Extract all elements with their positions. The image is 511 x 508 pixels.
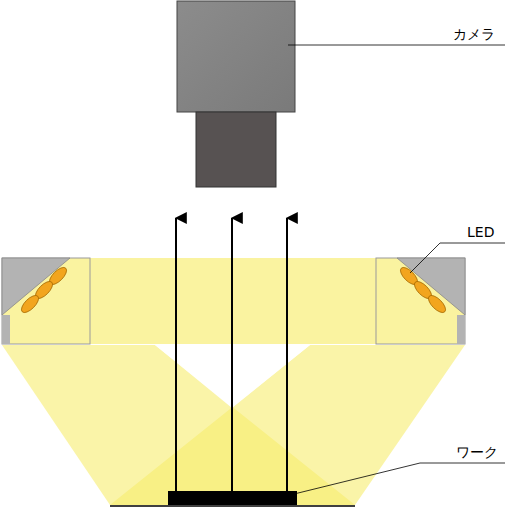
stage-line: [110, 505, 355, 507]
camera-body: [177, 1, 295, 112]
led-housing: [2, 258, 90, 344]
led-reflector: [397, 258, 465, 315]
led-elements: [19, 265, 449, 316]
led-housing-wall: [2, 315, 10, 344]
camera-lens: [196, 112, 276, 187]
workpiece: [168, 491, 297, 505]
led-housing: [376, 258, 465, 344]
led-reflector: [2, 258, 70, 315]
part-label: LED: [466, 224, 495, 240]
light-rays: [176, 218, 287, 491]
led-housing-wall: [457, 315, 465, 344]
part-label: ワーク: [455, 444, 499, 460]
leader-lines: [288, 45, 505, 495]
light-band: [2, 258, 465, 344]
part-label: カメラ: [452, 26, 496, 42]
